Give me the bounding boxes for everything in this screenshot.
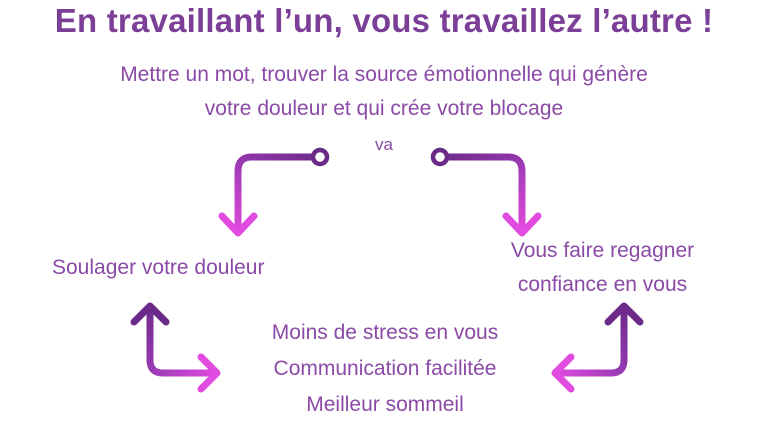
center-benefits-text: Moins de stress en vous Communication fa… bbox=[190, 315, 580, 423]
left-outcome-text: Soulager votre douleur bbox=[52, 256, 265, 279]
center-benefit-line-3: Meilleur sommeil bbox=[306, 393, 464, 416]
arrow-top-right bbox=[430, 147, 542, 237]
arrow-bottom-left bbox=[130, 302, 221, 393]
right-outcome-line-1: Vous faire regagner bbox=[510, 239, 695, 262]
arrow-top-left bbox=[218, 147, 330, 237]
intro-line-2: votre douleur et qui crée votre blocage bbox=[204, 97, 564, 120]
right-outcome-text: Vous faire regagner confiance en vous bbox=[480, 234, 725, 302]
intro-line-1: Mettre un mot, trouver la source émotion… bbox=[120, 63, 648, 86]
page-title: En travaillant l’un, vous travaillez l’a… bbox=[54, 2, 714, 39]
arrow-bottom-right bbox=[551, 302, 644, 393]
center-benefit-line-2: Communication facilitée bbox=[273, 357, 497, 380]
connector-label: va bbox=[375, 135, 393, 154]
intro-text: Mettre un mot, trouver la source émotion… bbox=[0, 58, 768, 126]
center-benefit-line-1: Moins de stress en vous bbox=[271, 321, 499, 344]
right-outcome-line-2: confiance en vous bbox=[517, 273, 688, 296]
